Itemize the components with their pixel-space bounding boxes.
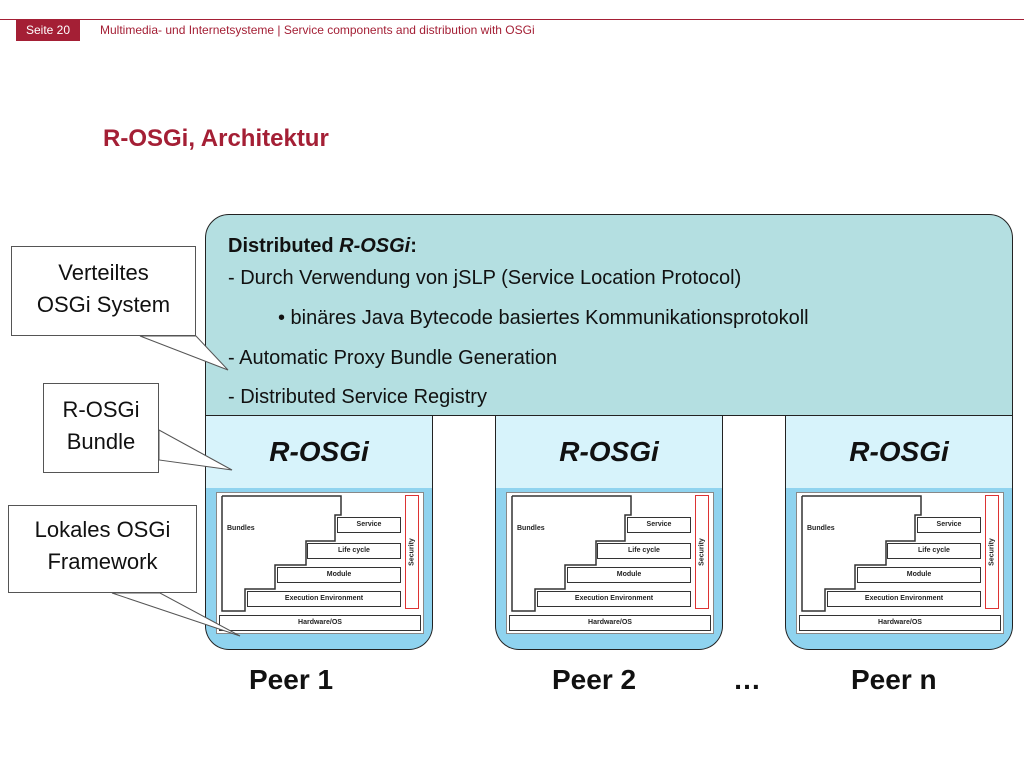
bundles-label: Bundles: [807, 525, 835, 532]
callout-rosgi-bundle: R-OSGi Bundle: [43, 383, 159, 473]
distributed-line-jslp: - Durch Verwendung von jSLP (Service Loc…: [228, 267, 742, 289]
layer-lifecycle: Life cycle: [887, 543, 981, 559]
heading-suffix: :: [410, 235, 417, 257]
layer-execution: Execution Environment: [247, 591, 401, 607]
distributed-line-proxy: - Automatic Proxy Bundle Generation: [228, 347, 558, 369]
distributed-rosgi-box: Distributed R-OSGi: - Durch Verwendung v…: [205, 214, 1013, 416]
layer-security: Security: [695, 495, 709, 609]
distributed-line-bytecode: • binäres Java Bytecode basiertes Kommun…: [278, 307, 809, 329]
peer-label-2: Peer 2: [552, 664, 637, 695]
bundles-staircase: [801, 495, 922, 612]
rosgi-bundle-band: R-OSGi: [205, 416, 433, 488]
leader-distributed-system: [139, 335, 229, 371]
page-number-badge: Seite 20: [16, 20, 80, 41]
callout-local-framework: Lokales OSGi Framework: [8, 505, 197, 593]
distributed-line-registry: - Distributed Service Registry: [228, 386, 487, 408]
layer-module: Module: [567, 567, 691, 583]
slide-title: R-OSGi, Architektur: [103, 125, 329, 152]
peer-label-1: Peer 1: [249, 664, 334, 695]
callout-line: R-OSGi: [62, 397, 140, 422]
distributed-heading: Distributed R-OSGi:: [228, 235, 417, 258]
layer-hardware: Hardware/OS: [219, 615, 421, 631]
callout-line: Framework: [47, 549, 158, 574]
callout-line: Lokales OSGi: [34, 517, 171, 542]
layer-execution: Execution Environment: [537, 591, 691, 607]
rosgi-label: R-OSGi: [559, 436, 659, 467]
layer-service: Service: [917, 517, 981, 533]
layer-hardware: Hardware/OS: [799, 615, 1001, 631]
layer-security: Security: [985, 495, 999, 609]
layer-service: Service: [337, 517, 401, 533]
bundles-staircase: [221, 495, 342, 612]
peer-ellipsis: …: [733, 664, 761, 695]
rosgi-bundle-band: R-OSGi: [495, 416, 723, 488]
callout-line: Bundle: [66, 429, 136, 454]
header-rule: [0, 19, 1024, 20]
peer-label-n: Peer n: [851, 664, 937, 695]
layer-lifecycle: Life cycle: [307, 543, 401, 559]
layer-execution: Execution Environment: [827, 591, 981, 607]
callout-distributed-system: Verteiltes OSGi System: [11, 246, 196, 336]
header-title: Multimedia- und Internetsysteme | Servic…: [100, 23, 535, 37]
rosgi-label: R-OSGi: [849, 436, 949, 467]
callout-line: Verteiltes: [58, 260, 149, 285]
heading-prefix: Distributed: [228, 235, 340, 257]
callout-line: OSGi System: [36, 292, 171, 317]
layer-hardware: Hardware/OS: [509, 615, 711, 631]
layer-module: Module: [857, 567, 981, 583]
leader-rosgi-bundle: [158, 429, 233, 471]
rosgi-label: R-OSGi: [269, 436, 369, 467]
heading-italic: R-OSGi: [339, 235, 411, 257]
leader-local-framework: [111, 592, 241, 637]
layer-service: Service: [627, 517, 691, 533]
bundles-label: Bundles: [517, 525, 545, 532]
layer-security: Security: [405, 495, 419, 609]
rosgi-bundle-band: R-OSGi: [785, 416, 1013, 488]
layer-module: Module: [277, 567, 401, 583]
bundles-label: Bundles: [227, 525, 255, 532]
bundles-staircase: [511, 495, 632, 612]
layer-lifecycle: Life cycle: [597, 543, 691, 559]
